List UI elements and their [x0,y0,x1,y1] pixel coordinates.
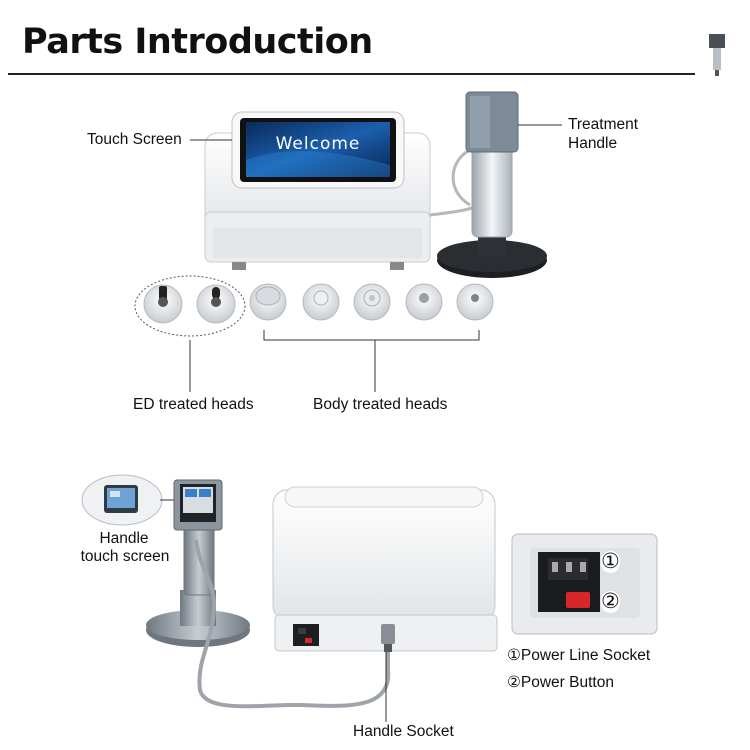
label-treatment-handle-2: Handle [568,135,618,152]
label-treatment-handle-1: Treatment [568,116,639,133]
ed-head-2 [196,284,236,324]
power-panel-inset [511,533,658,635]
label-handle-touch-2: touch screen [80,548,170,565]
body-head-5 [456,283,494,321]
label-power-button: ②Power Button [507,674,614,691]
label-power-line-socket: ①Power Line Socket [507,647,651,664]
title-divider [8,73,695,75]
screen-welcome-text: Welcome [275,134,361,154]
label-touch-screen: Touch Screen [87,131,182,148]
main-device [204,111,431,270]
label-handle-touch-1: Handle [99,530,149,547]
device-back [272,486,498,652]
label-ed-heads: ED treated heads [133,396,254,413]
label-handle-socket: Handle Socket [353,723,454,740]
ed-head-1 [143,284,183,324]
marker-2: ② [601,590,620,613]
body-head-1 [249,283,287,321]
label-body-heads: Body treated heads [313,396,448,413]
handle-thumbnail-icon [709,34,725,76]
treatment-handle [437,91,547,278]
body-head-3 [353,283,391,321]
handle-touch-screen-thumbnail [81,474,163,526]
body-head-2 [302,283,340,321]
body-head-4 [405,283,443,321]
page-title: Parts Introduction [22,22,373,62]
marker-1: ① [601,550,620,573]
